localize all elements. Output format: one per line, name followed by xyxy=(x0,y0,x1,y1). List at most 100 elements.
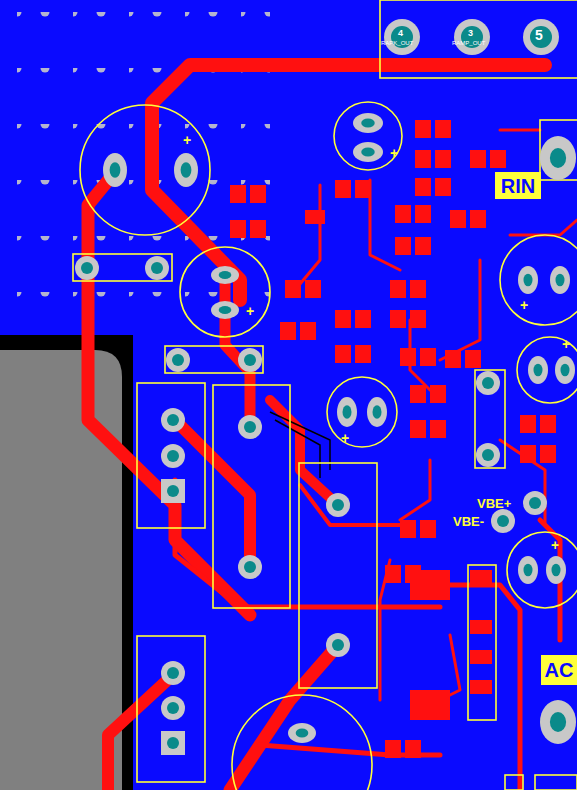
smd-pad xyxy=(470,210,486,228)
pad-hole xyxy=(110,162,121,177)
smd-pad xyxy=(335,180,351,198)
smd-pad xyxy=(395,205,411,223)
ic-pad xyxy=(470,650,492,664)
smd-pad xyxy=(335,310,351,328)
smd-pad xyxy=(415,178,431,196)
square-pad xyxy=(161,731,185,755)
smd-pad xyxy=(385,565,401,583)
smd-pad xyxy=(300,322,316,340)
silkscreen-label-box: RIN xyxy=(495,172,541,199)
connector-pad xyxy=(454,19,490,55)
smd-pad xyxy=(445,350,461,368)
smd-pad xyxy=(435,178,451,196)
smd-pad xyxy=(415,150,431,168)
pad-hole xyxy=(524,274,533,287)
pad xyxy=(211,301,239,319)
smd-pad xyxy=(465,350,481,368)
pad xyxy=(476,443,500,467)
pad-hole xyxy=(497,515,509,527)
smd-pad xyxy=(420,520,436,538)
pad xyxy=(353,142,383,162)
ic-pad xyxy=(410,690,450,720)
pad-hole xyxy=(244,421,256,433)
smd-pad xyxy=(415,205,431,223)
pad xyxy=(238,415,262,439)
smd-pad xyxy=(410,420,426,438)
ic-pad xyxy=(410,570,450,600)
pad xyxy=(161,661,185,685)
ic-pad xyxy=(470,570,492,584)
square-pad xyxy=(161,479,185,503)
smd-pad xyxy=(450,210,466,228)
smd-pad xyxy=(540,415,556,433)
polarity-mark: + xyxy=(390,146,398,160)
pad-hole xyxy=(482,449,494,461)
pad-hole xyxy=(219,306,232,314)
pad xyxy=(546,556,566,584)
smd-pad xyxy=(250,185,266,203)
pad-hole xyxy=(167,485,179,497)
pad xyxy=(353,113,383,133)
silkscreen-label-box: AC xyxy=(541,655,577,685)
through-hole-pads xyxy=(75,19,576,755)
pad-hole xyxy=(244,354,256,366)
pad xyxy=(161,408,185,432)
pad-hole xyxy=(167,414,179,426)
pin-number: 3 xyxy=(468,29,473,38)
smd-pad xyxy=(430,385,446,403)
smd-pad xyxy=(435,150,451,168)
silkscreen-text: AC xyxy=(545,660,574,680)
pad xyxy=(174,153,198,187)
pad-hole xyxy=(296,729,309,738)
smd-pads xyxy=(230,120,556,758)
pad-hole xyxy=(332,499,344,511)
pad-hole xyxy=(361,119,375,128)
pad xyxy=(238,555,262,579)
pad-hole xyxy=(172,354,184,366)
smd-pad xyxy=(395,237,411,255)
smd-pad xyxy=(390,310,406,328)
pad-hole xyxy=(151,262,163,274)
smd-pad xyxy=(355,180,371,198)
pad xyxy=(75,256,99,280)
pad xyxy=(518,556,538,584)
smd-pad xyxy=(230,185,246,203)
pad xyxy=(491,509,515,533)
smd-pad xyxy=(355,310,371,328)
smd-pad xyxy=(415,237,431,255)
pad xyxy=(523,491,547,515)
smd-pad xyxy=(400,348,416,366)
pad-hole xyxy=(219,271,232,279)
pad xyxy=(367,397,387,427)
polarity-mark: + xyxy=(551,538,559,552)
pad-hole xyxy=(244,561,256,573)
smd-pad xyxy=(420,348,436,366)
pad xyxy=(518,266,538,294)
pad-hole xyxy=(167,450,179,462)
net-label: VBE+ xyxy=(477,497,511,510)
pad xyxy=(337,397,357,427)
pad xyxy=(161,696,185,720)
pad-hole xyxy=(529,497,541,509)
smd-pad xyxy=(285,280,301,298)
pad-hole xyxy=(482,377,494,389)
silkscreen-text: RIN xyxy=(501,176,535,196)
pad-hole xyxy=(534,364,543,377)
smd-pad xyxy=(520,445,536,463)
connector-hole xyxy=(530,26,552,48)
ic-pad xyxy=(470,620,492,634)
pin-number: 4 xyxy=(398,29,403,38)
net-name: RAPK_OUT xyxy=(381,40,413,46)
pad xyxy=(211,266,239,284)
pad xyxy=(238,348,262,372)
polarity-mark: + xyxy=(246,304,254,318)
smd-pad xyxy=(400,520,416,538)
smd-pad xyxy=(520,415,536,433)
pad-hole xyxy=(343,405,352,419)
connector-pad xyxy=(384,19,420,55)
smd-pad xyxy=(280,322,296,340)
polarity-mark: + xyxy=(520,298,528,312)
smd-pad xyxy=(470,150,486,168)
smd-pad xyxy=(250,220,266,238)
